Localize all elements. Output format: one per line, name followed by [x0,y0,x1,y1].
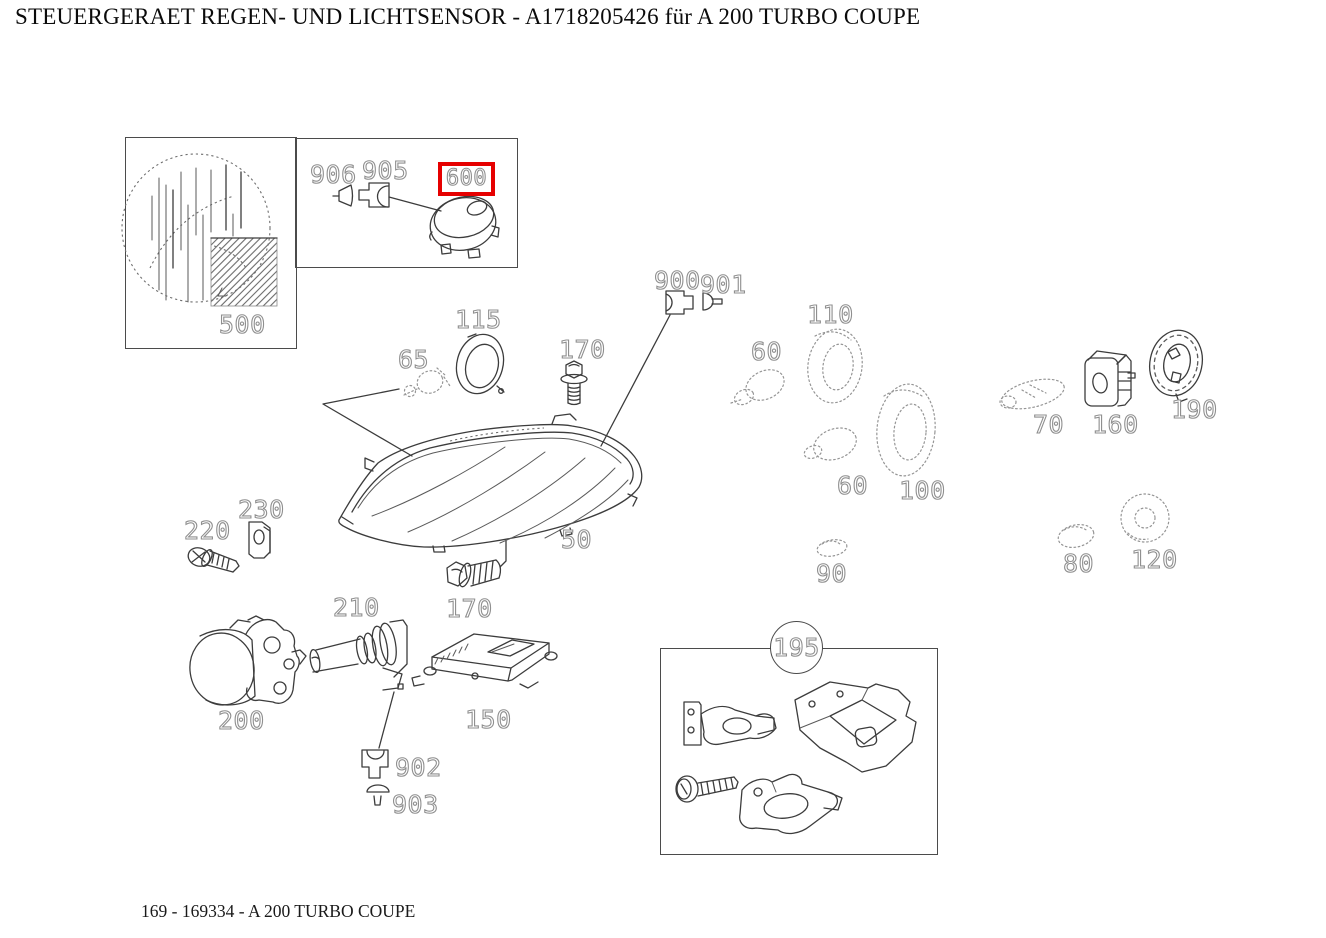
sensor-detail-frame [295,138,518,268]
part-label-190[interactable]: 190 [1170,395,1218,424]
repair-kit-bracket-a-sketch [683,701,777,746]
connector-900-sketch [600,290,694,447]
part-label-210[interactable]: 210 [332,593,380,622]
highlight-inner: 600 [442,166,491,192]
bulb-60-upper-sketch [730,369,785,406]
headlamp-50-sketch [338,413,643,553]
part-label-905[interactable]: 905 [361,156,409,185]
connector-902-sketch [361,749,389,779]
bulb-60-lower-sketch [803,427,857,461]
car-location-frame [125,137,297,349]
car-front-sketch [121,153,278,307]
part-label-65[interactable]: 65 [397,345,430,374]
part-label-100[interactable]: 100 [898,476,946,505]
bulb-70-sketch [999,378,1065,410]
bolt-170-upper-sketch [560,360,588,406]
bulb-110-sketch [807,328,863,404]
ring-115-sketch [455,333,505,395]
part-label-50[interactable]: 50 [560,525,593,554]
plug-903-sketch [366,784,390,806]
part-label-70[interactable]: 70 [1032,410,1065,439]
part-label-160[interactable]: 160 [1091,410,1139,439]
part-label-60-upper[interactable]: 60 [750,337,783,366]
part-label-115[interactable]: 115 [454,305,502,334]
part-label-230[interactable]: 230 [237,495,285,524]
seal-90-sketch [816,539,848,557]
sensor-600-sketch [429,195,500,259]
repair-kit-screw-sketch [675,775,739,803]
bulb-100-sketch [876,383,936,477]
screw-220-sketch [187,547,240,573]
bolt-170-lower-sketch [446,540,507,588]
catalog-caption: 169 - 169334 - A 200 TURBO COUPE [141,901,416,921]
part-label-195[interactable]: 195 [773,633,820,662]
part-label-902[interactable]: 902 [394,753,442,782]
bulb-holder-160-sketch [1084,350,1136,407]
plug-906-sketch [332,184,354,207]
cap-120-sketch [1120,493,1170,543]
part-label-901[interactable]: 901 [699,270,747,299]
part-label-220[interactable]: 220 [183,516,231,545]
part-label-500[interactable]: 500 [218,310,266,339]
part-label-80[interactable]: 80 [1062,549,1095,578]
ecu-150-sketch [411,633,558,689]
clip-230-sketch [248,521,271,559]
part-label-906[interactable]: 906 [309,160,357,189]
part-label-200[interactable]: 200 [217,706,265,735]
seal-80-sketch [1057,524,1095,548]
repair-kit-badge: 195 [770,621,823,674]
plug-901-sketch [702,292,723,311]
part-label-170-lower[interactable]: 170 [445,594,493,623]
part-label-150[interactable]: 150 [464,705,512,734]
part-label-900[interactable]: 900 [653,266,701,295]
cap-190-sketch [1149,329,1203,403]
repair-kit-bracket-c-sketch [739,773,843,835]
foglamp-200-sketch [189,615,307,706]
page-title: STEUERGERAET REGEN- UND LICHTSENSOR - A1… [15,4,921,29]
part-label-60-lower[interactable]: 60 [836,471,869,500]
part-label-120[interactable]: 120 [1130,545,1178,574]
connector-905-sketch [358,182,442,212]
part-label-110[interactable]: 110 [806,300,854,329]
highlighted-part-600[interactable]: 600 [438,162,495,196]
part-label-903[interactable]: 903 [391,790,439,819]
bulb-210-sketch [309,619,408,749]
repair-kit-bracket-b-sketch [794,681,917,773]
fastener-65-sketch [322,367,451,457]
part-label-90[interactable]: 90 [815,559,848,588]
part-label-600: 600 [445,166,488,191]
part-label-170-upper[interactable]: 170 [558,335,606,364]
